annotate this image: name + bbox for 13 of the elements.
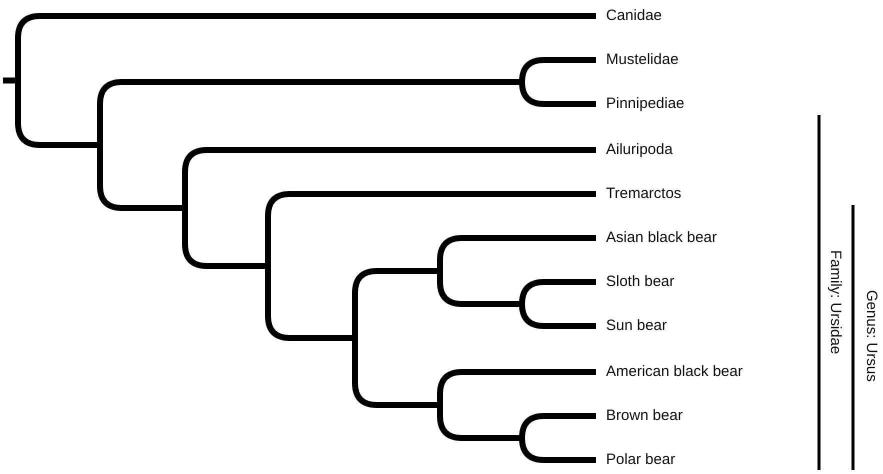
taxon-label: Sun bear [606, 317, 667, 335]
taxon-label: Asian black bear [606, 229, 717, 247]
taxon-label: Brown bear [606, 407, 683, 425]
taxon-label: American black bear [606, 363, 743, 381]
bracket-label: Family: Ursidae [826, 250, 844, 354]
taxon-label: Mustelidae [606, 51, 679, 69]
taxon-label: Sloth bear [606, 273, 674, 291]
taxon-label: Ailuripoda [606, 141, 673, 159]
taxon-label: Canidae [606, 7, 662, 25]
taxon-label: Polar bear [606, 451, 676, 469]
bracket-label: Genus: Ursus [862, 290, 880, 382]
taxon-label: Pinnipediae [606, 95, 684, 113]
taxon-label: Tremarctos [606, 185, 682, 203]
